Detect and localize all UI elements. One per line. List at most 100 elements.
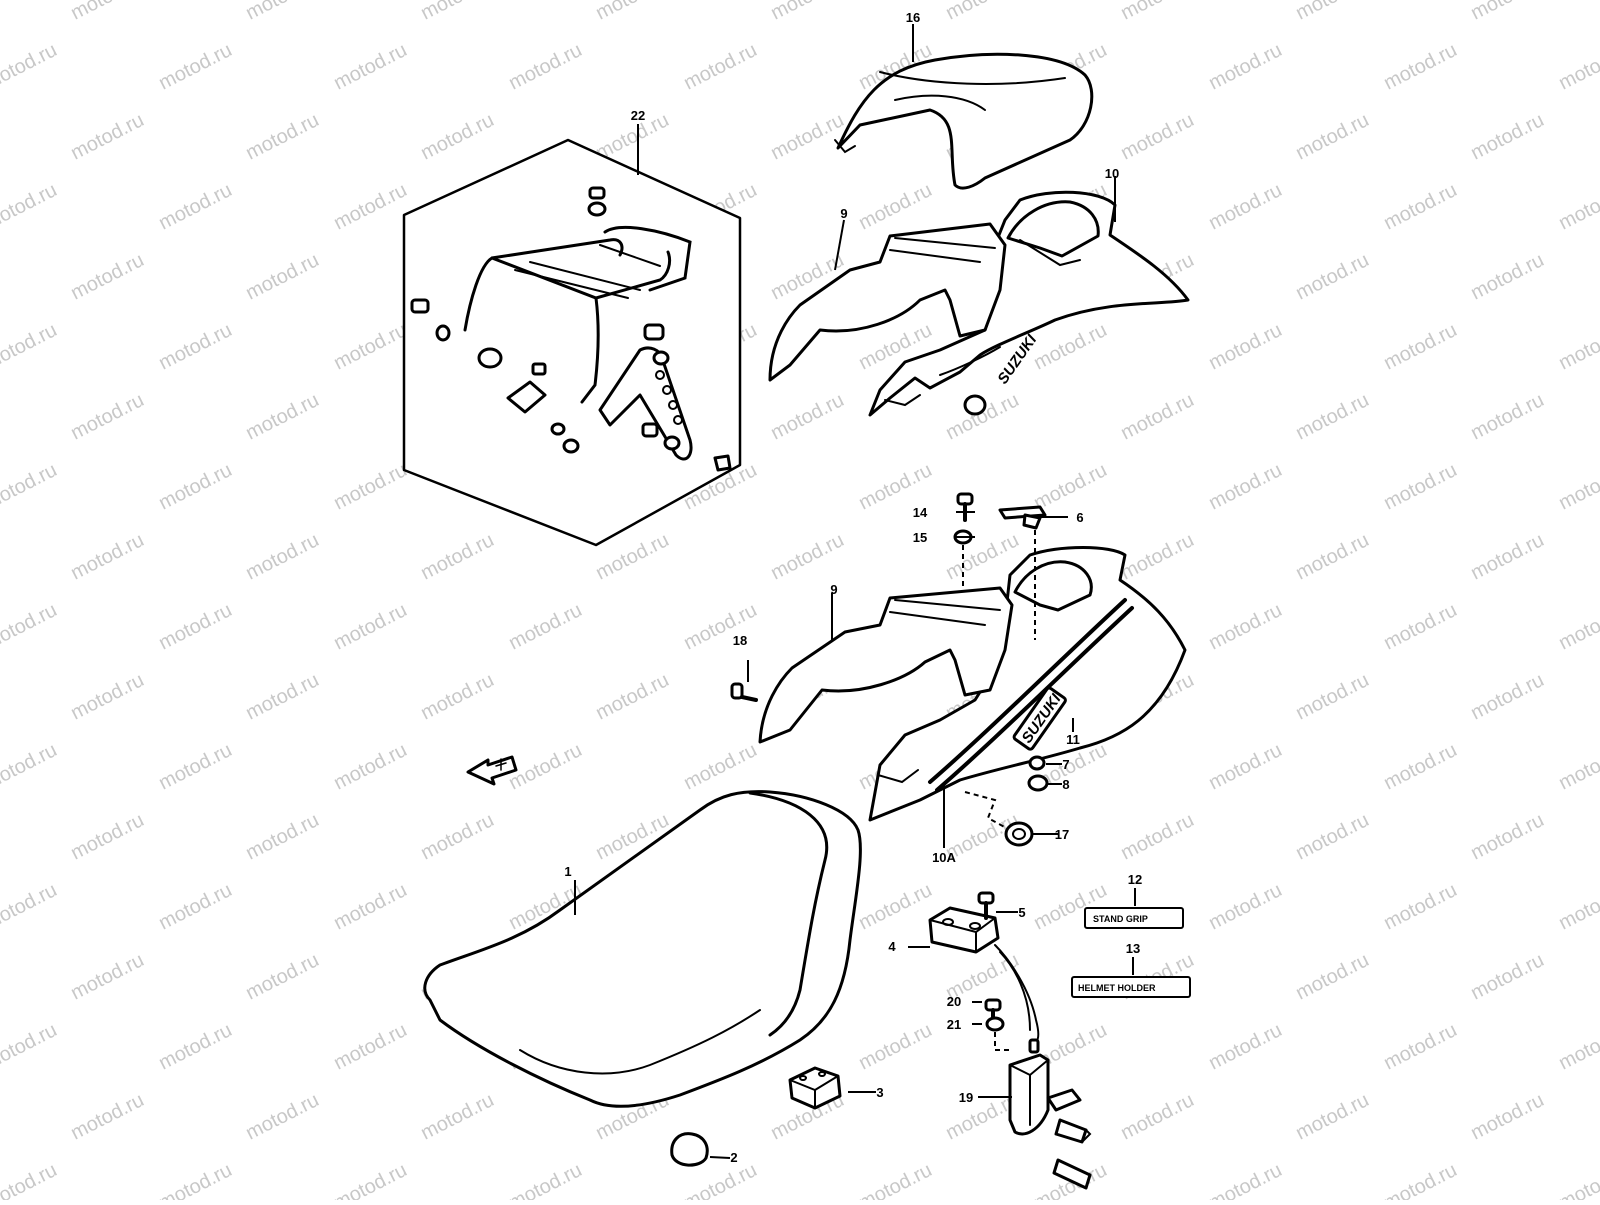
watermark-text: motod.ru xyxy=(1205,1159,1285,1200)
watermark-text: motod.ru xyxy=(155,739,235,794)
watermark-text: motod.ru xyxy=(0,1159,61,1200)
watermark-text: motod.ru xyxy=(330,1159,410,1200)
callout-8: 8 xyxy=(1062,777,1069,792)
watermark-text: motod.ru xyxy=(1205,39,1285,94)
watermark-text: motod.ru xyxy=(0,459,61,514)
callout-10a: 10A xyxy=(932,850,956,865)
watermark-text: motod.ru xyxy=(1555,879,1600,934)
watermark-text: motod.ru xyxy=(592,669,672,724)
helmet-holder-text: HELMET HOLDER xyxy=(1078,983,1156,993)
watermark-text: motod.ru xyxy=(767,0,847,24)
front-direction-arrow xyxy=(466,755,518,786)
watermark-text: motod.ru xyxy=(1292,809,1372,864)
watermark-text: motod.ru xyxy=(1467,949,1547,1004)
watermark-text: motod.ru xyxy=(1467,0,1547,24)
watermark-text: motod.ru xyxy=(767,389,847,444)
carrier-bracket xyxy=(598,346,693,461)
watermark-text: motod.ru xyxy=(242,1089,322,1144)
watermark-text: motod.ru xyxy=(1205,739,1285,794)
callout-18: 18 xyxy=(733,633,747,648)
watermark-text: motod.ru xyxy=(242,109,322,164)
watermark-text: motod.ru xyxy=(1555,459,1600,514)
leader-lines xyxy=(574,511,1068,915)
callout-20: 20 xyxy=(947,994,961,1009)
seat-lock xyxy=(972,998,1092,1190)
callout-16: 16 xyxy=(906,10,920,25)
callout-22: 22 xyxy=(631,108,645,123)
watermark-text: motod.ru xyxy=(767,109,847,164)
watermark-text: motod.ru xyxy=(1292,389,1372,444)
seat xyxy=(423,790,862,1108)
watermark-text: motod.ru xyxy=(330,1019,410,1074)
watermark-text: motod.ru xyxy=(417,0,497,24)
watermark-text: motod.ru xyxy=(1292,1089,1372,1144)
watermark-text: motod.ru xyxy=(855,1159,935,1200)
carrier-kit-group xyxy=(402,124,742,547)
watermark-text: motod.ru xyxy=(680,739,760,794)
watermark-text: motod.ru xyxy=(330,39,410,94)
watermark-text: motod.ru xyxy=(1555,319,1600,374)
watermark-text: motod.ru xyxy=(242,809,322,864)
callout-19: 19 xyxy=(959,1090,973,1105)
watermark-text: motod.ru xyxy=(1292,0,1372,24)
watermark-text: motod.ru xyxy=(1380,879,1460,934)
watermark-text: motod.ru xyxy=(1380,1019,1460,1074)
watermark-text: motod.ru xyxy=(1380,599,1460,654)
watermark-text: motod.ru xyxy=(155,599,235,654)
watermark-text: motod.ru xyxy=(505,599,585,654)
watermark-text: motod.ru xyxy=(0,39,61,94)
watermark-text: motod.ru xyxy=(680,599,760,654)
watermark-text: motod.ru xyxy=(855,1019,935,1074)
watermark-text: motod.ru xyxy=(1467,529,1547,584)
watermark-text: motod.ru xyxy=(67,949,147,1004)
watermark-text: motod.ru xyxy=(1205,319,1285,374)
watermark-text: motod.ru xyxy=(1555,599,1600,654)
watermark-text: motod.ru xyxy=(1380,179,1460,234)
decal-stand-grip: STAND GRIP xyxy=(1084,888,1184,929)
watermark-text: motod.ru xyxy=(155,39,235,94)
watermark-text: motod.ru xyxy=(505,739,585,794)
seat-cushion xyxy=(788,1066,876,1110)
watermark-text: motod.ru xyxy=(242,389,322,444)
upper-tail-cowling: SUZUKI xyxy=(768,176,1190,417)
watermark-text: motod.ru xyxy=(1117,389,1197,444)
watermark-text: motod.ru xyxy=(1380,1159,1460,1200)
watermark-text: motod.ru xyxy=(1467,669,1547,724)
watermark-text: motod.ru xyxy=(942,0,1022,24)
watermark-text: motod.ru xyxy=(1205,599,1285,654)
watermark-text: motod.ru xyxy=(1292,949,1372,1004)
helmet-holder xyxy=(908,891,1040,1054)
callout-12: 12 xyxy=(1128,872,1142,887)
watermark-text: motod.ru xyxy=(242,249,322,304)
watermark-text: motod.ru xyxy=(242,529,322,584)
watermark-text: motod.ru xyxy=(1555,739,1600,794)
fasteners xyxy=(730,492,1049,847)
watermark-text: motod.ru xyxy=(505,1159,585,1200)
watermark-text: motod.ru xyxy=(330,319,410,374)
callout-10: 10 xyxy=(1105,166,1119,181)
watermark-text: motod.ru xyxy=(1555,1159,1600,1200)
watermark-text: motod.ru xyxy=(680,39,760,94)
carrier-rack xyxy=(463,225,692,404)
watermark-text: motod.ru xyxy=(417,109,497,164)
watermark-text: motod.ru xyxy=(1292,249,1372,304)
watermark-text: motod.ru xyxy=(67,0,147,24)
callout-2: 2 xyxy=(730,1150,737,1165)
watermark-text: motod.ru xyxy=(242,669,322,724)
watermark-text: motod.ru xyxy=(155,319,235,374)
watermark-text: motod.ru xyxy=(1205,179,1285,234)
watermark-text: motod.ru xyxy=(242,949,322,1004)
callout-11: 11 xyxy=(1066,732,1080,747)
watermark-text: motod.ru xyxy=(67,669,147,724)
watermark-text: motod.ru xyxy=(1380,459,1460,514)
watermark-text: motod.ru xyxy=(0,599,61,654)
callout-13: 13 xyxy=(1126,941,1140,956)
watermark-text: motod.ru xyxy=(330,459,410,514)
callout-15: 15 xyxy=(913,530,927,545)
watermark-text: motod.ru xyxy=(242,0,322,24)
watermark-text: motod.ru xyxy=(1555,179,1600,234)
watermark-text: motod.ru xyxy=(1555,39,1600,94)
watermark-text: motod.ru xyxy=(67,249,147,304)
watermark-text: motod.ru xyxy=(0,879,61,934)
tail-cover xyxy=(834,24,1094,190)
